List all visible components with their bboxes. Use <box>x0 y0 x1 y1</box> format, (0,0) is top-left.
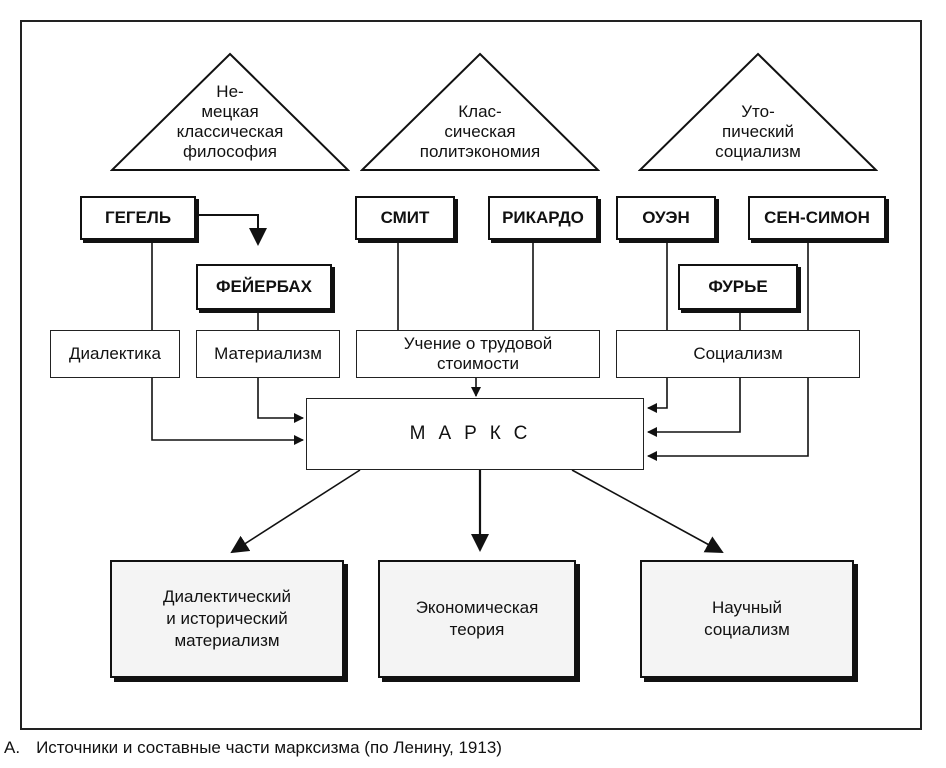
source-socialism-triangle: Уто- пический социализм <box>638 52 878 172</box>
person-saint-simon: СЕН-СИМОН <box>748 196 886 240</box>
person-ricardo: РИКАРДО <box>488 196 598 240</box>
center-marx: МАРКС <box>306 398 644 470</box>
output-materialism: Диалектический и исторический материализ… <box>110 560 344 678</box>
person-feuerbach: ФЕЙЕРБАХ <box>196 264 332 310</box>
person-owen: ОУЭН <box>616 196 716 240</box>
caption-letter: А. <box>4 738 21 757</box>
source-philosophy-title: Не- мецкая классическая философия <box>176 82 284 161</box>
source-economy-triangle: Клас- сическая политэкономия <box>360 52 600 172</box>
source-philosophy-triangle: Не- мецкая классическая философия <box>110 52 350 172</box>
concept-socialism: Социализм <box>616 330 860 378</box>
concept-labor-value: Учение о трудовой стоимости <box>356 330 600 378</box>
source-economy-title: Клас- сическая политэкономия <box>419 102 541 161</box>
output-scientific-socialism: Научный социализм <box>640 560 854 678</box>
person-fourier: ФУРЬЕ <box>678 264 798 310</box>
caption-text: Источники и составные части марксизма (п… <box>36 738 502 757</box>
figure-caption: А. Источники и составные части марксизма … <box>4 738 502 758</box>
person-smith: СМИТ <box>355 196 455 240</box>
concept-materialism: Материализм <box>196 330 340 378</box>
person-hegel: ГЕГЕЛЬ <box>80 196 196 240</box>
output-economic-theory: Экономическая теория <box>378 560 576 678</box>
diagram-frame <box>20 20 922 730</box>
concept-dialectics: Диалектика <box>50 330 180 378</box>
source-socialism-title: Уто- пический социализм <box>715 102 801 161</box>
